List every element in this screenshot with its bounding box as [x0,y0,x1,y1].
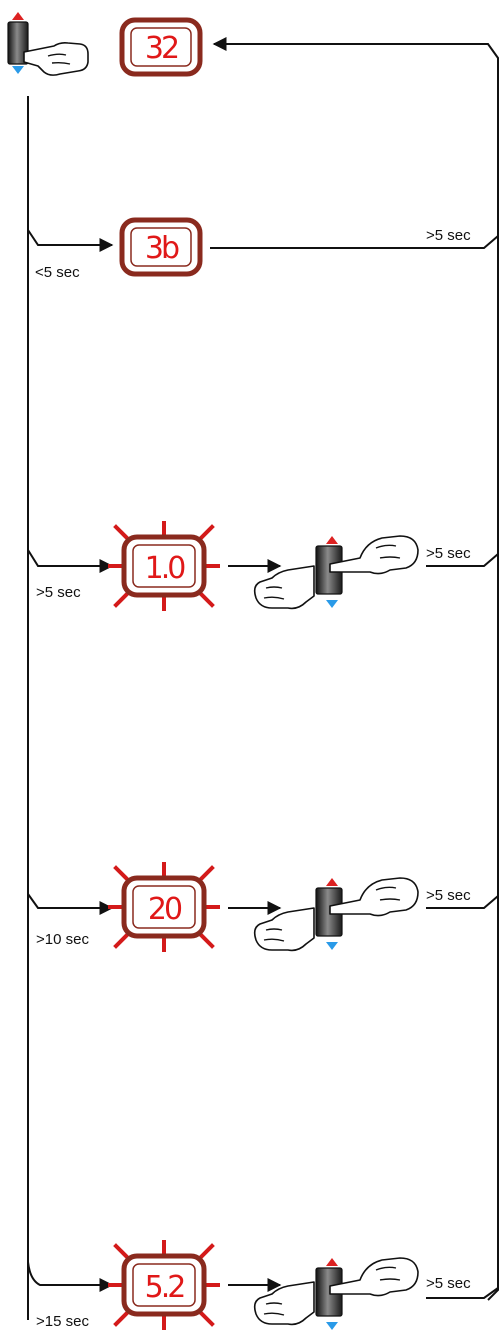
display-4-value: 20 [148,892,182,927]
button-press-icon-row4 [253,877,419,952]
label-lt5-sec: <5 sec [35,264,80,281]
branch-arrow-row2 [27,229,114,252]
label-row3-gt5-sec: >5 sec [426,545,471,562]
label-gt15-sec: >15 sec [36,1313,89,1330]
label-row5-gt5-sec: >5 sec [426,1275,471,1292]
display-1: 32 [119,17,203,77]
display-3-value: 1.0 [145,551,186,586]
row4-exit-line [426,895,499,909]
return-line-right [212,37,499,1301]
blinking-display-5: 5.2 [108,1240,220,1330]
display-2: 3b [119,217,203,277]
label-gt10-sec: >10 sec [36,931,89,948]
display-5-value: 5.2 [145,1270,185,1305]
row3-exit-line [426,553,499,567]
blinking-display-4: 20 [108,862,220,952]
branch-arrow-row4 [27,893,114,915]
label-row4-gt5-sec: >5 sec [426,887,471,904]
display-2-value: 3b [145,231,179,266]
button-press-icon [7,11,89,76]
row5-exit-line [426,1287,499,1299]
button-press-icon-row3 [253,535,419,610]
label-row2-gt5-sec: >5 sec [426,227,471,244]
branch-arrow-row5 [27,1261,114,1292]
blinking-display-3: 1.0 [108,521,220,611]
label-gt5-sec: >5 sec [36,584,81,601]
button-press-icon-row5 [253,1257,419,1330]
display-1-value: 32 [145,31,178,66]
branch-arrow-row3 [27,549,114,573]
row2-exit-line [210,235,499,249]
